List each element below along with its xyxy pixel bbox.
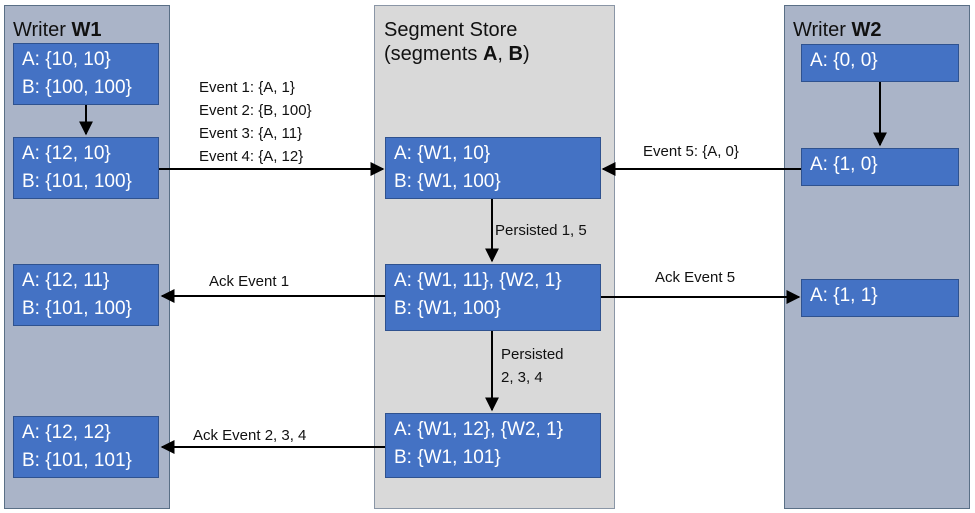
w1-state-box: A: {12, 10} B: {101, 100} xyxy=(13,137,159,199)
w2-state-box: A: {1, 0} xyxy=(801,148,959,186)
segment-store-title: Segment Store (segments A, B) xyxy=(384,19,530,65)
w1-state-a: A: {10, 10} xyxy=(22,49,111,70)
store-state-a: A: {W1, 10} xyxy=(394,143,491,164)
w1-state-box: A: {10, 10} B: {100, 100} xyxy=(13,43,159,105)
writer-w1-title: Writer W1 xyxy=(13,19,102,41)
writer-w2-title: Writer W2 xyxy=(793,19,882,41)
w1-state-b: B: {101, 100} xyxy=(22,171,132,192)
w1-state-b: B: {101, 100} xyxy=(22,298,132,319)
w2-state-box: A: {0, 0} xyxy=(801,44,959,82)
store-state-a: A: {W1, 12}, {W2, 1} xyxy=(394,419,563,440)
writer-w2-lane: Writer W2 xyxy=(784,5,970,509)
w2-state-a: A: {1, 0} xyxy=(810,154,878,175)
w1-state-b: B: {101, 101} xyxy=(22,450,132,471)
w2-state-a: A: {0, 0} xyxy=(810,50,878,71)
w1-state-b: B: {100, 100} xyxy=(22,77,132,98)
store-state-box: A: {W1, 12}, {W2, 1} B: {W1, 101} xyxy=(385,413,601,478)
ack-event-2-3-4-label: Ack Event 2, 3, 4 xyxy=(193,427,307,444)
store-state-a: A: {W1, 11}, {W2, 1} xyxy=(394,270,562,291)
w2-state-box: A: {1, 1} xyxy=(801,279,959,317)
w1-state-a: A: {12, 12} xyxy=(22,422,111,443)
store-state-box: A: {W1, 10} B: {W1, 100} xyxy=(385,137,601,199)
ack-event-1-label: Ack Event 1 xyxy=(209,273,290,290)
w1-state-a: A: {12, 10} xyxy=(22,143,111,164)
persisted-2-3-4-label: Persisted 2, 3, 4 xyxy=(501,346,564,386)
events-list-label: Event 1: {A, 1} Event 2: {B, 100} Event … xyxy=(199,79,312,165)
w2-state-a: A: {1, 1} xyxy=(810,285,878,306)
event-5-label: Event 5: {A, 0} xyxy=(643,143,739,160)
persisted-1-5-label: Persisted 1, 5 xyxy=(495,222,587,239)
ack-event-5-label: Ack Event 5 xyxy=(655,269,736,286)
store-state-box: A: {W1, 11}, {W2, 1} B: {W1, 100} xyxy=(385,264,601,331)
store-state-b: B: {W1, 101} xyxy=(394,447,501,468)
w1-state-a: A: {12, 11} xyxy=(22,270,110,291)
store-state-b: B: {W1, 100} xyxy=(394,171,501,192)
w1-state-box: A: {12, 11} B: {101, 100} xyxy=(13,264,159,326)
store-state-b: B: {W1, 100} xyxy=(394,298,501,319)
w1-state-box: A: {12, 12} B: {101, 101} xyxy=(13,416,159,478)
